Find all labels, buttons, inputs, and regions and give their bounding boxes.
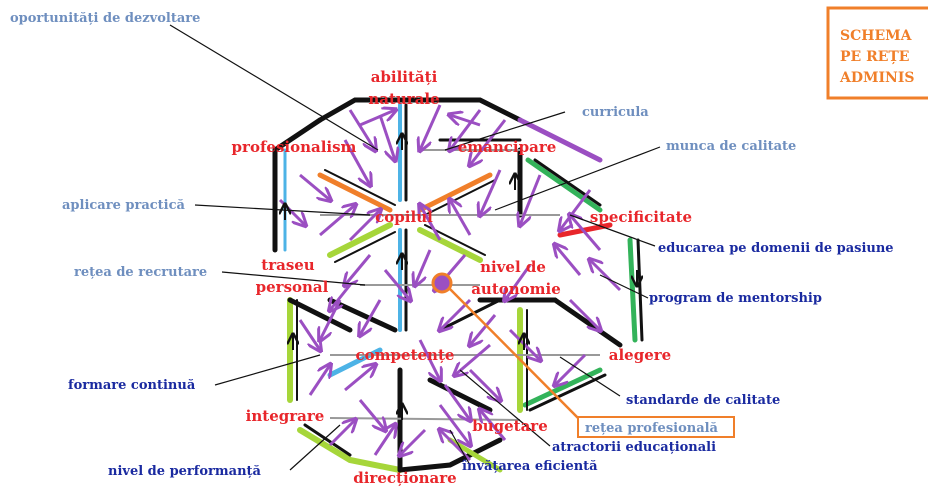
retea-profesionala-highlight xyxy=(431,272,735,438)
arrow xyxy=(373,425,395,456)
arrow xyxy=(560,189,592,230)
label-autonomie: autonomie xyxy=(471,280,561,298)
label-specificitate: specificitate xyxy=(590,208,692,226)
arrow xyxy=(308,365,330,396)
title-line-1: SCHEMA xyxy=(840,28,913,44)
arrow xyxy=(505,264,532,300)
arrow xyxy=(378,114,395,160)
arrow xyxy=(440,430,472,462)
arrow xyxy=(420,104,442,150)
label-oportunitati: oportunități de dezvoltare xyxy=(10,11,200,26)
pointer-lines xyxy=(169,24,661,471)
label-aplicare: aplicare practică xyxy=(62,198,186,213)
retea-profesionala-box xyxy=(577,416,735,438)
label-traseu: traseu xyxy=(261,256,315,274)
arrow xyxy=(420,205,442,241)
arrow xyxy=(450,109,482,150)
label-performanta: nivel de performanță xyxy=(108,464,262,479)
label-abilitati: abilități xyxy=(371,68,438,86)
label-naturale: naturale xyxy=(368,90,439,108)
arrow xyxy=(383,269,410,300)
arrow xyxy=(348,210,380,242)
black-arrows xyxy=(285,135,637,420)
title-box: SCHEMA PE REȚE ADMINIS xyxy=(826,6,928,100)
title-line-2: PE REȚE xyxy=(840,49,909,65)
arrow xyxy=(480,410,507,441)
arrow xyxy=(348,109,375,150)
arrow xyxy=(555,245,582,276)
label-directionare: direcționare xyxy=(353,469,456,487)
arrow xyxy=(299,173,330,200)
title-box-frame xyxy=(826,6,928,100)
arrow xyxy=(344,365,375,392)
central-labels: abilități naturale profesionalism emanci… xyxy=(232,68,693,487)
label-invatarea: învățarea eficientă xyxy=(462,459,598,474)
arrow xyxy=(360,299,382,335)
label-nivel-de: nivel de xyxy=(480,258,546,276)
label-mentorship: program de mentorship xyxy=(649,291,822,306)
arrow xyxy=(443,384,470,420)
arrow xyxy=(470,314,497,345)
label-retea-recrutare: rețea de recrutare xyxy=(74,265,207,280)
label-atractorii: atractorii educaționali xyxy=(552,440,716,455)
label-bugetare: bugetare xyxy=(472,417,548,435)
label-standarde: standarde de calitate xyxy=(626,393,780,408)
arrow xyxy=(450,200,472,236)
label-personal: personal xyxy=(256,278,329,296)
arrow xyxy=(415,249,432,285)
label-curricula: curricula xyxy=(582,105,649,120)
arrow xyxy=(345,254,372,285)
arrow xyxy=(400,428,427,455)
label-educarea: educarea pe domenii de pasiune xyxy=(658,241,894,256)
label-alegere: alegere xyxy=(609,346,671,364)
arrow xyxy=(359,110,395,127)
label-copilul: copilul xyxy=(375,208,433,226)
arrow xyxy=(418,339,440,380)
label-formare: formare continuă xyxy=(68,378,196,393)
arrow xyxy=(568,298,600,330)
label-munca: munca de calitate xyxy=(666,139,796,154)
arrow xyxy=(570,215,602,251)
arrow xyxy=(343,139,370,185)
arrow xyxy=(470,119,507,165)
arrow xyxy=(320,299,342,340)
arrow xyxy=(298,319,320,350)
purple-arrows xyxy=(278,104,622,462)
label-profesionalism: profesionalism xyxy=(232,138,357,156)
arrow xyxy=(328,420,355,447)
title-line-3: ADMINIS xyxy=(839,70,915,86)
arrow xyxy=(468,368,500,400)
arrow xyxy=(555,353,587,385)
arrow xyxy=(520,174,542,225)
label-integrare: integrare xyxy=(246,407,325,425)
retea-node-marker xyxy=(431,272,453,294)
label-retea-profesionala: rețea profesională xyxy=(585,421,719,436)
arrow xyxy=(358,399,385,430)
outer-labels: oportunități de dezvoltare curricula mun… xyxy=(10,11,894,479)
label-emancipare: emancipare xyxy=(458,138,557,156)
arrow xyxy=(450,115,481,127)
arrow xyxy=(590,260,622,292)
arrow xyxy=(319,205,355,237)
label-competente: competențe xyxy=(356,346,455,364)
arrow xyxy=(480,169,502,215)
arrow xyxy=(438,404,470,445)
